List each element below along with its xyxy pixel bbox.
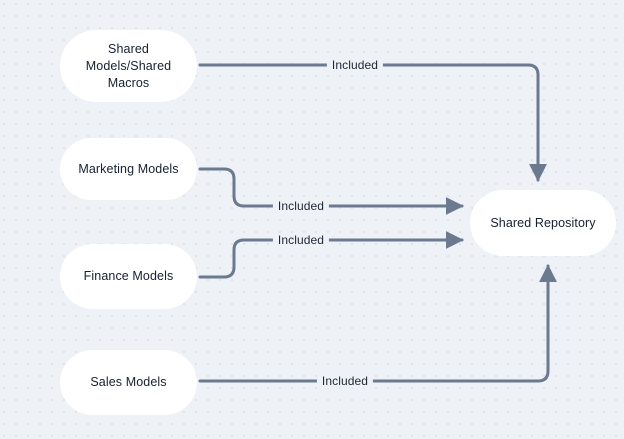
edge-shared-models-to-repository	[198, 63, 547, 182]
node-finance-models-label: Finance Models	[83, 269, 174, 283]
edge-label-shared-models: Included	[326, 58, 384, 72]
edge-label-finance-models: Included	[272, 233, 330, 247]
node-sales-models[interactable]: Sales Models	[60, 350, 197, 415]
node-marketing-models[interactable]: Marketing Models	[60, 138, 197, 200]
edge-label-sales-models: Included	[316, 374, 374, 388]
edge-finance-models-to-repository	[198, 231, 464, 279]
node-shared-models[interactable]: Shared Models/Shared Macros	[60, 30, 197, 102]
edge-sales-models-to-repository	[198, 264, 557, 383]
edge-marketing-models-to-repository	[198, 167, 464, 215]
node-sales-models-label: Sales Models	[90, 375, 167, 389]
node-shared-models-label: Shared Models/Shared Macros	[85, 41, 172, 90]
node-finance-models[interactable]: Finance Models	[60, 244, 197, 309]
edge-label-marketing-models: Included	[272, 199, 330, 213]
node-shared-repository[interactable]: Shared Repository	[470, 190, 616, 256]
node-shared-repository-label: Shared Repository	[490, 215, 596, 230]
node-marketing-models-label: Marketing Models	[78, 161, 179, 176]
